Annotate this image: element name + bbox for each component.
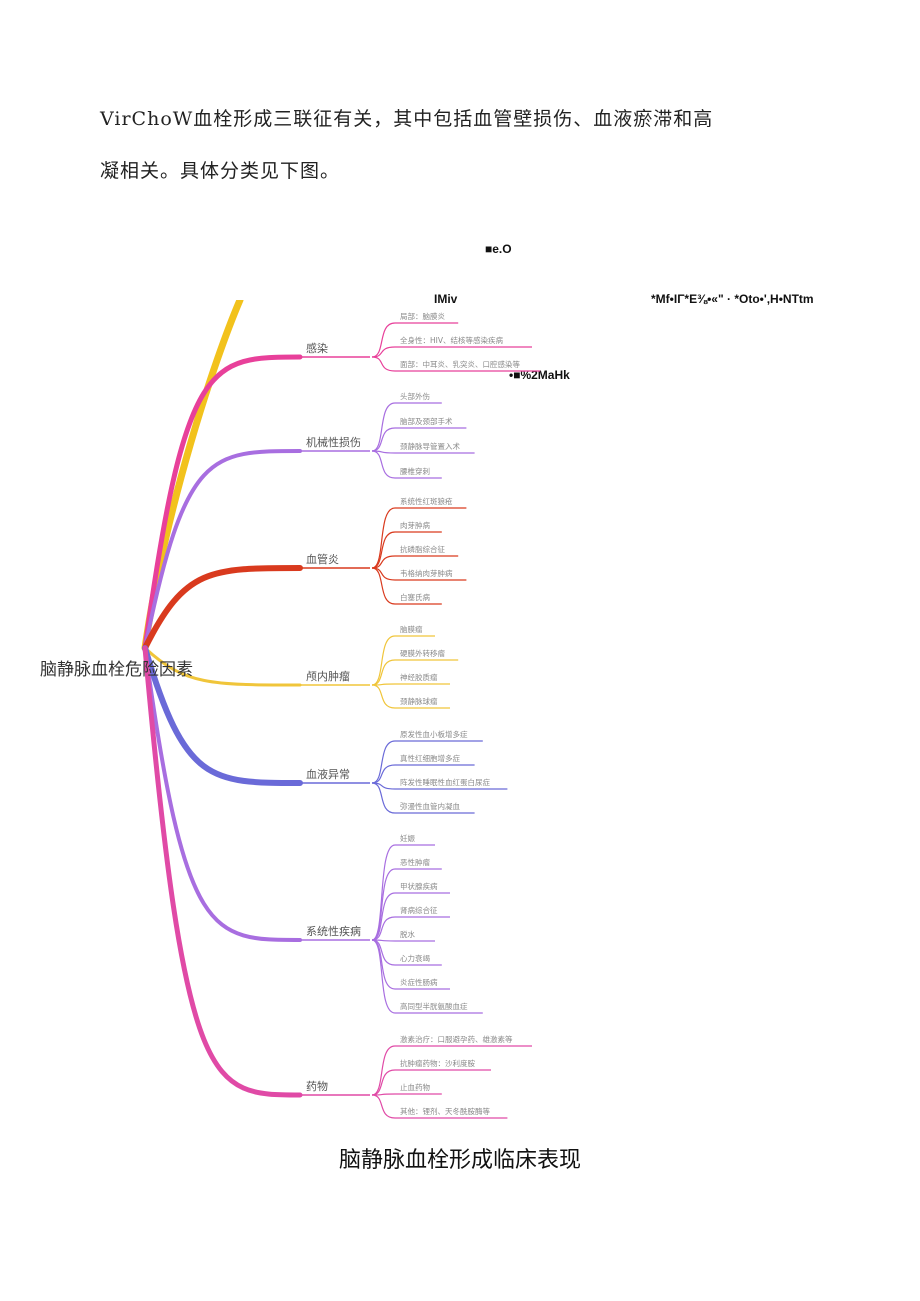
mind-map: 感染 局部：脑膜炎全身性：HIV、结核等感染疾病面部：中耳炎、乳突炎、口腔感染等机…: [40, 300, 541, 1119]
branch-item-label: 局部：脑膜炎: [400, 311, 445, 321]
item-connector: [371, 782, 396, 814]
branch-line: [142, 354, 303, 651]
branch-item-label: 脑部及颈部手术: [400, 416, 453, 426]
branch-line: [143, 646, 302, 687]
branch-item-label: 炎症性肠病: [400, 977, 438, 987]
branch-item-label: 抗肿瘤药物：沙利度胺: [400, 1058, 475, 1068]
item-connector: [371, 939, 396, 966]
branch-line: [141, 300, 244, 652]
item-connector: [371, 939, 396, 1014]
branch-item-label: 头部外伤: [400, 391, 430, 401]
branch-line: [142, 645, 303, 786]
branch-item-label: 硬膜外转移瘤: [400, 648, 445, 658]
item-connector: [371, 659, 396, 686]
branch-item-label: 抗磷脂综合征: [400, 544, 445, 554]
intro-paragraph: VirChoW血栓形成三联征有关，其中包括血管壁损伤、血液瘀滞和高 凝相关。具体…: [100, 110, 740, 214]
item-connector: [371, 567, 396, 581]
branch-line: [143, 449, 302, 650]
branch-item-label: 真性红细胞增多症: [400, 753, 460, 763]
item-connector: [371, 916, 396, 941]
garbled-text-2: IMiv: [434, 292, 458, 306]
item-connector: [371, 427, 396, 452]
branch-item-label: 肉芽肿病: [400, 520, 430, 530]
item-connector: [371, 1094, 396, 1119]
item-connector: [371, 322, 396, 358]
mind-map-root: 脑静脉血栓危险因素: [40, 660, 193, 680]
intro-line-2: 凝相关。具体分类见下图。: [100, 160, 341, 182]
branch-item-label: 弥漫性血管内凝血: [400, 801, 460, 811]
item-connector: [371, 531, 396, 569]
item-connector: [371, 844, 396, 941]
branch-item-label: 脱水: [400, 929, 415, 939]
item-connector: [371, 567, 396, 605]
branch-item-label: 肾病综合征: [400, 905, 438, 915]
item-connector: [371, 356, 396, 372]
branch-item-label: 系统性红斑狼疮: [400, 496, 453, 506]
branch-node-label: 血管炎: [306, 552, 339, 566]
item-connector: [371, 450, 396, 479]
item-connector: [371, 1069, 396, 1096]
branch-item-label: 原发性血小板增多症: [400, 729, 468, 739]
branch-item-label: 激素治疗：口服避孕药、雄激素等: [400, 1034, 513, 1044]
branch-node-label: 感染: [306, 341, 328, 355]
branch-item-label: 恶性肿瘤: [400, 857, 430, 867]
branch-item-label: 心力衰竭: [400, 953, 430, 963]
branch-node-label: 系统性疾病: [306, 924, 361, 938]
item-connector: [371, 684, 396, 709]
branch-item-label: 妊娠: [400, 833, 415, 843]
branch-node-label: 血液异常: [306, 767, 350, 781]
branch-node-label: 机械性损伤: [306, 435, 361, 449]
item-connector: [371, 892, 396, 941]
garbled-text-1: ■e.O: [485, 242, 512, 256]
branch-item-label: 颈静脉导管置入术: [400, 441, 460, 451]
branch-line: [143, 646, 302, 942]
garbled-text-3: *Mf•IΓ*E⅜•«" · *Oto•',H•NTtm: [651, 292, 814, 306]
branch-node-label: 药物: [306, 1079, 328, 1093]
branch-item-label: 阵发性睡眠性血红蛋白尿症: [400, 777, 490, 787]
intro-line-1: VirChoW血栓形成三联征有关，其中包括血管壁损伤、血液瘀滞和高: [100, 108, 714, 130]
branch-item-label: 面部：中耳炎、乳突炎、口腔感染等: [400, 359, 520, 369]
item-connector: [371, 402, 396, 452]
branch-item-label: 韦格纳肉芽肿病: [400, 568, 453, 578]
branch-item-label: 其他：锂剂、天冬酰胺酶等: [400, 1106, 490, 1116]
branch-item-label: 颈静脉球瘤: [400, 696, 438, 706]
branch-node-label: 颅内肿瘤: [306, 669, 350, 683]
branch-item-label: 止血药物: [400, 1082, 430, 1092]
branch-item-label: 脑膜瘤: [400, 624, 423, 634]
branch-item-label: 神经胶质瘤: [400, 672, 438, 682]
branch-line: [142, 565, 303, 651]
branch-item-label: 高同型半胱氨酸血症: [400, 1001, 468, 1011]
item-connector: [371, 740, 396, 784]
item-connector: [371, 868, 396, 941]
figure-caption: 脑静脉血栓形成临床表现: [338, 1148, 581, 1173]
item-connector: [371, 764, 396, 784]
branch-item-label: 腰椎穿刺: [400, 466, 430, 476]
branch-item-label: 甲状腺疾病: [400, 881, 438, 891]
branch-line: [142, 645, 303, 1098]
branch-item-label: 全身性：HIV、结核等感染疾病: [400, 335, 503, 345]
branch-item-label: 白塞氏病: [400, 592, 430, 602]
